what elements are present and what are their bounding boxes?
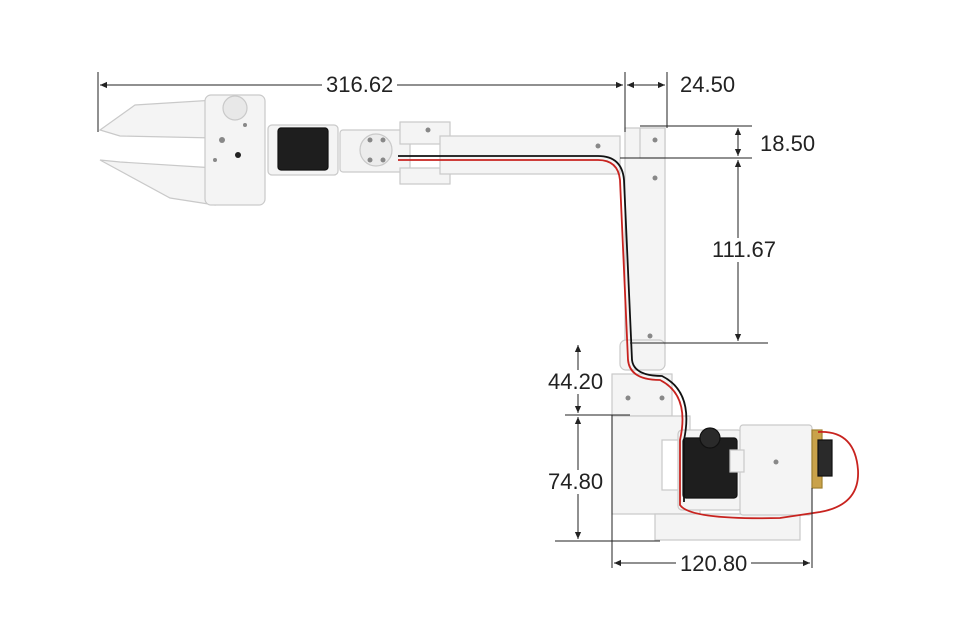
wrist-servo [267,124,339,176]
base-frame [611,415,801,541]
upper-arm [619,127,666,371]
base-servo [677,427,743,511]
pcb-board [811,429,833,489]
gripper [98,94,266,206]
dim-base-width: 120.80 [676,552,752,576]
forearm [399,121,621,185]
dim-elbow-height: 44.20 [544,370,608,394]
dim-base-offset: 24.50 [676,73,740,97]
wrist-bracket [339,129,411,173]
servo-wires [398,155,859,520]
dim-shoulder-offset: 18.50 [756,132,820,156]
shoulder-bracket [611,373,673,417]
controller-housing [729,424,813,516]
dim-total-reach: 316.62 [322,73,398,97]
dim-upper-arm: 111.67 [708,238,781,262]
robot-arm [98,94,833,541]
dim-base-height: 74.80 [544,470,608,494]
